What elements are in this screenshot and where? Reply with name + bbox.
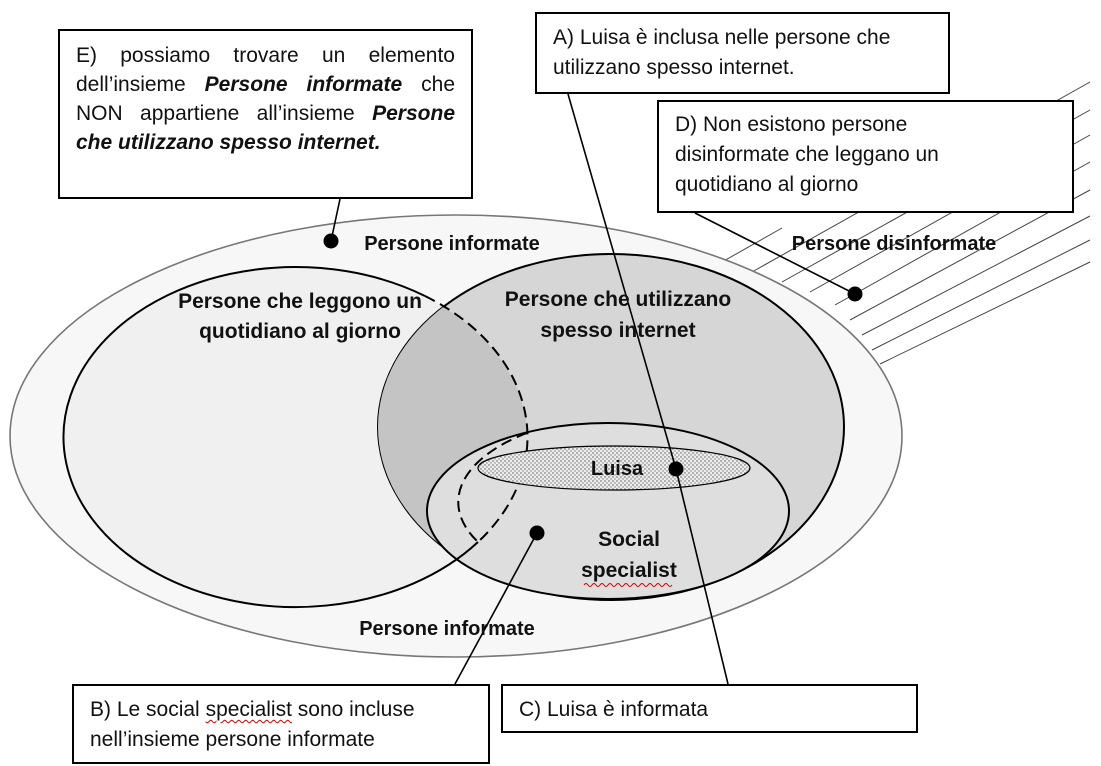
set-luisa bbox=[477, 445, 751, 491]
label-persone-disinformate: Persone disinformate bbox=[792, 233, 997, 255]
dot-b bbox=[529, 525, 545, 541]
callout-d-line3: quotidiano al giorno bbox=[675, 173, 859, 196]
callout-d-line1: D) Non esistono persone bbox=[675, 113, 908, 136]
dot-d bbox=[847, 286, 863, 302]
label-persone-informate-bottom: Persone informate bbox=[359, 618, 535, 640]
callout-e: E) possiamo trovare un elemento dell’ins… bbox=[58, 29, 473, 199]
callout-d-line2: disinformate che leggano un bbox=[675, 143, 939, 166]
callout-e-prefix: E) possiamo trovare un elemento dell’ins… bbox=[76, 44, 455, 96]
label-persone-informate-top: Persone informate bbox=[364, 233, 540, 255]
connector-a bbox=[567, 93, 677, 470]
label-social-line1: Social bbox=[598, 528, 660, 551]
callout-b: B) Le social specialist sono incluse nel… bbox=[72, 684, 490, 764]
quotidiano-outline-dashed bbox=[424, 295, 529, 543]
callout-a-line2: utilizzano spesso internet. bbox=[553, 56, 795, 79]
callout-e-set1: Persone informate bbox=[204, 73, 403, 96]
callout-c: C) Luisa è informata bbox=[501, 684, 918, 733]
callout-c-text: C) Luisa è informata bbox=[519, 698, 709, 721]
callout-a: A) Luisa è inclusa nelle persone che uti… bbox=[535, 12, 950, 94]
connector-d bbox=[694, 212, 856, 295]
callout-d: D) Non esistono persone disinformate che… bbox=[657, 100, 1074, 213]
label-quotidiano-line2: quotidiano al giorno bbox=[199, 320, 401, 343]
label-internet-line2: spesso internet bbox=[540, 319, 695, 342]
social-outline-dashed bbox=[457, 432, 528, 543]
callout-e-middle: che NON appartiene all’insieme bbox=[76, 73, 455, 125]
callout-b-line2: nell’insieme persone informate bbox=[90, 728, 375, 751]
callout-b-specialist: specialist bbox=[205, 698, 292, 721]
callout-b-pre: B) Le social bbox=[90, 698, 200, 721]
dot-e bbox=[323, 233, 339, 249]
label-internet-line1: Persone che utilizzano bbox=[505, 288, 731, 311]
spellcheck-squiggle-social bbox=[583, 583, 673, 587]
callout-b-line1: B) Le social specialist sono incluse bbox=[90, 695, 472, 725]
dot-luisa bbox=[668, 461, 684, 477]
callout-e-set2: Persone che utilizzano spesso internet. bbox=[76, 102, 455, 154]
connector-b bbox=[454, 532, 538, 685]
label-quotidiano-line1: Persone che leggono un bbox=[178, 290, 422, 313]
callout-b-post: sono incluse bbox=[297, 698, 415, 721]
callout-a-line1: A) Luisa è inclusa nelle persone che bbox=[553, 26, 891, 49]
connector-c bbox=[675, 468, 729, 685]
label-luisa: Luisa bbox=[591, 458, 644, 480]
quotidiano-outline-solid bbox=[62, 266, 479, 609]
connector-lines bbox=[330, 93, 856, 685]
label-social-line2: specialist bbox=[581, 559, 677, 582]
